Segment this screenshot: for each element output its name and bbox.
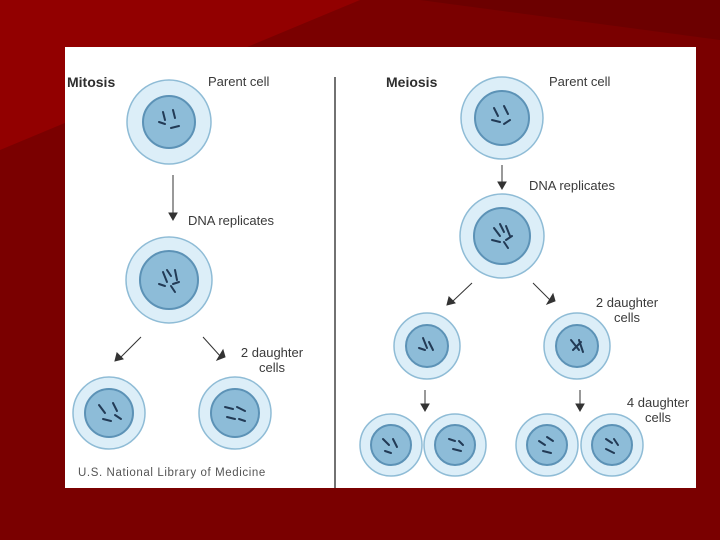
meiosis-four-daughters-label: 4 daughter cells <box>620 395 696 425</box>
arrow-head <box>575 403 585 413</box>
cell-nucleus <box>591 424 633 466</box>
chromosome <box>503 241 509 249</box>
chromosome <box>499 223 505 233</box>
chromosome <box>112 402 118 412</box>
chromosome <box>491 239 501 243</box>
diagram-art <box>72 76 644 488</box>
label-line: 2 daughter <box>595 295 659 310</box>
chromosome <box>428 341 434 351</box>
meiosis-replicated-cell <box>459 193 545 279</box>
chromosome <box>605 448 615 454</box>
chromosome <box>172 281 180 285</box>
meiosis-arrows <box>420 165 585 413</box>
chromosome <box>542 450 552 454</box>
meiosis-daughter-cell-2 <box>543 312 611 380</box>
meiosis-gamete-cell-4 <box>580 413 644 477</box>
chromosome <box>491 119 501 123</box>
label-line: cells <box>644 410 671 425</box>
chromosome <box>158 283 166 287</box>
mitosis-title: Mitosis <box>67 74 116 90</box>
cell-nucleus <box>526 424 568 466</box>
mitosis-arrows <box>114 175 226 362</box>
cell-nucleus <box>370 424 412 466</box>
chromosome <box>538 440 546 446</box>
diagram-panel: Mitosis Parent cell DNA replicates 2 dau… <box>65 47 696 488</box>
chromosome <box>572 341 582 351</box>
chromosome <box>448 438 456 442</box>
chromosome <box>174 269 178 281</box>
chromosome <box>158 121 166 125</box>
chromosome <box>238 418 246 422</box>
chromosome <box>570 339 580 351</box>
cell-nucleus <box>210 388 260 438</box>
meiosis-daughter-cell-1 <box>393 312 461 380</box>
chromosome <box>114 414 122 420</box>
meiosis-parent-cell <box>460 76 544 160</box>
mitosis-daughter-cell-2 <box>198 376 272 450</box>
chromosome <box>236 406 246 412</box>
cell-nucleus <box>434 424 476 466</box>
chromosome <box>162 111 166 121</box>
chromosome <box>98 404 106 414</box>
cell-nucleus <box>473 207 531 265</box>
meiosis-replicate-label: DNA replicates <box>529 178 615 193</box>
meiosis-gamete-cell-2 <box>423 413 487 477</box>
label-line: cells <box>613 310 640 325</box>
label-line: cells <box>258 360 285 375</box>
mitosis-parent-cell <box>126 79 212 165</box>
chromosome <box>392 438 398 448</box>
chromosome <box>418 347 426 351</box>
mitosis-parent-label: Parent cell <box>208 74 270 89</box>
arrow-head <box>545 292 556 305</box>
mitosis-replicated-cell <box>125 236 213 324</box>
cell-nucleus <box>474 90 530 146</box>
meiosis-daughters-label: 2 daughter cells <box>587 295 667 325</box>
arrow-head <box>215 348 226 361</box>
label-line: 2 daughter <box>240 345 304 360</box>
chromosome <box>170 125 180 129</box>
arrow-head <box>420 403 430 413</box>
mitosis-daughters-label: 2 daughter cells <box>237 345 307 375</box>
mitosis-replicate-label: DNA replicates <box>188 213 274 228</box>
arrow-mitosis-left <box>120 336 142 358</box>
chromosome <box>384 450 392 454</box>
chromosome <box>503 119 511 125</box>
chromosome <box>613 438 619 446</box>
arrow-head <box>114 352 124 362</box>
arrow-meiosis-right <box>532 282 552 302</box>
chromosome <box>458 440 464 446</box>
chromosome <box>166 269 172 277</box>
chromosome <box>493 227 501 237</box>
cell-nucleus <box>84 388 134 438</box>
chromosome <box>382 438 390 446</box>
chromosome <box>172 109 176 119</box>
chromosome <box>546 436 554 442</box>
meiosis-title: Meiosis <box>386 74 438 90</box>
cell-nucleus <box>142 95 196 149</box>
arrow-head <box>446 296 456 306</box>
chromosome <box>162 271 168 283</box>
mitosis-daughter-cell-1 <box>72 376 146 450</box>
chromosome <box>505 225 511 237</box>
arrow-head <box>168 212 178 222</box>
chromosome <box>493 107 499 117</box>
chromosome <box>224 406 234 410</box>
chromosome <box>422 337 428 349</box>
chromosome <box>452 448 462 452</box>
chromosome <box>226 416 236 420</box>
chromosome <box>505 235 513 241</box>
source-credit: U.S. National Library of Medicine <box>78 467 266 479</box>
meiosis-gamete-cell-1 <box>359 413 423 477</box>
cell-nucleus <box>139 250 199 310</box>
chromosome <box>605 438 613 444</box>
arrow-head <box>497 181 507 191</box>
chromosome <box>503 105 509 115</box>
meiosis-gamete-cell-3 <box>515 413 579 477</box>
meiosis-parent-label: Parent cell <box>549 74 611 89</box>
chromosome <box>102 418 112 422</box>
chromosome <box>170 285 176 293</box>
arrow-meiosis-left <box>452 282 473 302</box>
label-line: 4 daughter <box>626 395 690 410</box>
arrow-mitosis-right <box>202 336 222 358</box>
